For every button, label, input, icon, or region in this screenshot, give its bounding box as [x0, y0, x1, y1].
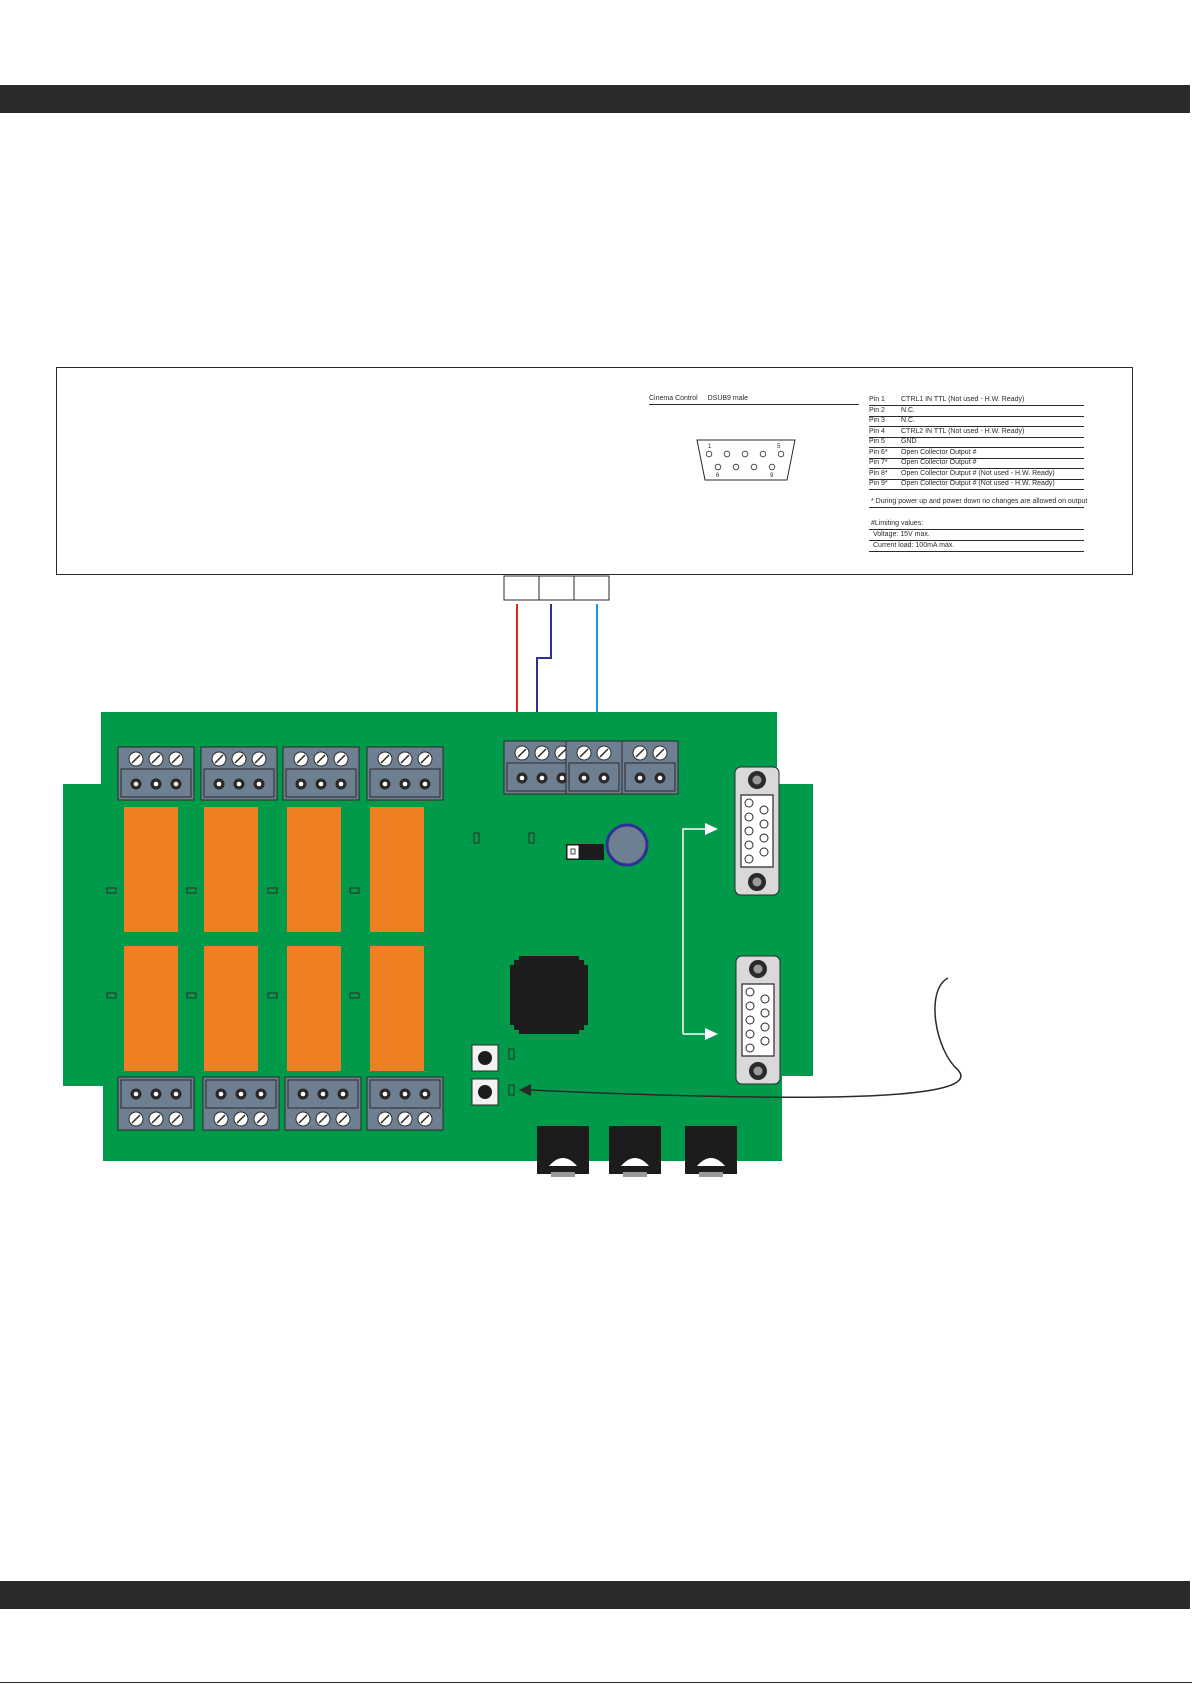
relay — [124, 807, 178, 932]
audio-jack — [685, 1126, 737, 1177]
pin-row: Pin 9* Open Collector Output # (Not used … — [869, 479, 1084, 490]
pin-row: Pin 1 CTRL1 IN TTL (Not used - H.W. Ready… — [869, 395, 1084, 406]
relay-group — [124, 807, 424, 1071]
led-markers — [106, 832, 535, 1096]
terminal-block — [565, 740, 623, 795]
wire-navy — [536, 604, 552, 720]
jumper — [566, 844, 604, 860]
terminal-block — [117, 1076, 195, 1131]
pin-row: Pin 3 N.C. — [869, 416, 1084, 427]
pin-description: GND — [901, 438, 917, 445]
terminal-block — [366, 746, 444, 801]
audio-jack — [537, 1126, 589, 1177]
relay — [124, 946, 178, 1071]
pin-description: Open Collector Output # (Not used - H.W.… — [901, 480, 1055, 487]
pin-row: Pin 2 N.C. — [869, 406, 1084, 417]
audio-jack — [609, 1126, 661, 1177]
board-dsub-connectors — [734, 766, 781, 1085]
connector-type: DSUB9 male — [707, 395, 749, 402]
sensor-cable — [529, 977, 962, 1099]
terminal-block — [366, 1076, 444, 1131]
audio-jacks — [537, 1126, 737, 1177]
internal-link-arrowheads — [705, 823, 718, 1040]
pin-label-6: 6 — [716, 473, 720, 479]
relay — [204, 946, 258, 1071]
pin-number: Pin 3 — [869, 417, 885, 424]
header-band — [0, 85, 1190, 113]
capacitor — [605, 823, 649, 867]
pin-description: Open Collector Output # — [901, 459, 977, 466]
terminal-block — [202, 1076, 280, 1131]
push-buttons — [471, 1044, 499, 1106]
pin-row: Pin 7* Open Collector Output # — [869, 458, 1084, 469]
pin-label-9: 9 — [770, 473, 774, 479]
pin-description: Open Collector Output # (Not used - H.W.… — [901, 469, 1055, 477]
power-note: * During power up and power down no chan… — [869, 497, 1087, 508]
footer-band — [0, 1581, 1190, 1609]
connector-name: Cinema Control — [649, 395, 698, 402]
sensor-cable-arrowhead — [519, 1084, 531, 1096]
dsub9-port — [735, 955, 781, 1085]
pin-label-5: 5 — [777, 444, 781, 450]
pin-number: Pin 9* — [869, 480, 888, 487]
pin-number: Pin 1 — [869, 396, 885, 403]
relay — [287, 946, 341, 1071]
pin-row: Pin 8* Open Collector Output # (Not used … — [869, 469, 1084, 480]
connector-title: Cinema Control DSUB9 male — [649, 395, 859, 405]
processor-chip — [510, 956, 588, 1034]
pin-number: Pin 7* — [869, 459, 888, 466]
terminal-plug — [503, 575, 610, 601]
pin-row: Pin 5 GND — [869, 437, 1084, 448]
pin-number: Pin 2 — [869, 406, 885, 414]
pin-description: CTRL1 IN TTL (Not used - H.W. Ready) — [901, 396, 1025, 403]
dsub9-connector-drawing: 1 5 6 9 — [696, 439, 796, 481]
relay — [370, 946, 424, 1071]
pin-number: Pin 6* — [869, 448, 888, 456]
terminal-block — [117, 746, 195, 801]
limiting-current: Current load: 100mA max. — [869, 541, 1084, 552]
pin-row: Pin 6* Open Collector Output # — [869, 448, 1084, 459]
terminal-block — [282, 746, 360, 801]
terminal-block — [284, 1076, 362, 1131]
terminal-block-group — [117, 740, 679, 1131]
terminal-block — [621, 740, 679, 795]
pin-number: Pin 5 — [869, 438, 885, 445]
dsub9-port — [734, 766, 780, 896]
limiting-voltage: Voltage: 15V max. — [869, 530, 1084, 541]
pin-description: N.C. — [901, 417, 915, 424]
relay — [370, 807, 424, 932]
limiting-title: #Limiting values: — [869, 519, 1084, 530]
pin-description: N.C. — [901, 406, 915, 414]
pin-row: Pin 4 CTRL2 IN TTL (Not used - H.W. Ready… — [869, 427, 1084, 438]
pin-description: CTRL2 IN TTL (Not used - H.W. Ready) — [901, 427, 1025, 435]
footer-rule — [0, 1682, 1192, 1683]
relay — [204, 807, 258, 932]
terminal-block — [200, 746, 278, 801]
relay — [287, 807, 341, 932]
pin-number: Pin 8* — [869, 469, 888, 477]
wires — [516, 604, 598, 720]
pin-number: Pin 4 — [869, 427, 885, 435]
pin-label-1: 1 — [708, 444, 712, 450]
pin-description: Open Collector Output # — [901, 448, 977, 456]
